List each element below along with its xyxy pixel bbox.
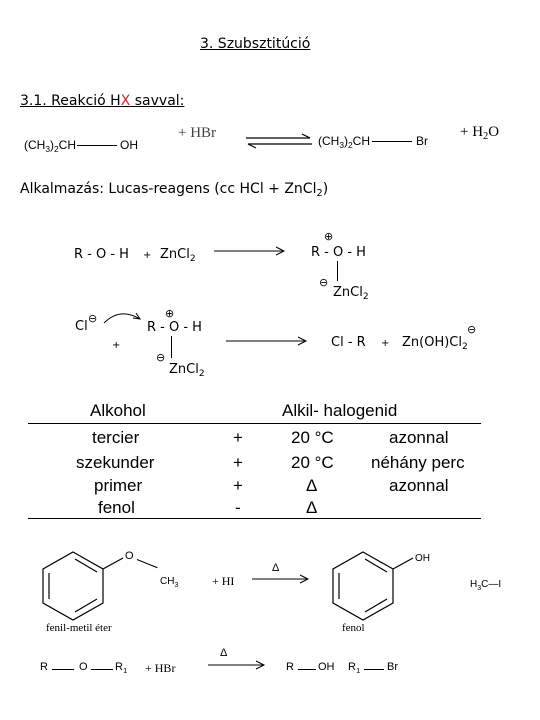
- reaction1-br: Br: [416, 134, 428, 148]
- bond-line: [372, 141, 412, 142]
- zinc-charge: ⊖: [319, 276, 329, 289]
- subsection-pre: 3.1. Reakció H: [20, 93, 121, 109]
- ether2-delta: Δ: [220, 647, 228, 659]
- ether2-product-br: Br: [387, 661, 398, 673]
- table-cell-rate: néhány perc: [371, 453, 465, 472]
- benzene-ring-anisole: [42, 551, 124, 621]
- lucas-roh: R - O - H: [74, 247, 129, 262]
- lucas-plus: +: [143, 250, 152, 261]
- table-bottom-rule: [28, 518, 481, 519]
- table-cell-cond: Δ: [306, 476, 318, 495]
- section-title: 3. Szubsztitúció: [200, 36, 311, 52]
- oxonium-roh: R - O - H: [311, 245, 366, 260]
- table-cell-alcohol: tercier: [92, 428, 140, 447]
- product-plus: +: [381, 338, 390, 349]
- table-cell-rate: azonnal: [389, 428, 449, 447]
- reaction-arrow: [252, 574, 310, 584]
- ether-reagent: + HI: [212, 574, 235, 588]
- step2-plus: +: [112, 340, 121, 351]
- reaction-arrow: [208, 660, 266, 670]
- table-header-alcohol: Alkohol: [90, 401, 146, 420]
- table-cell-cond: 20 °C: [291, 453, 334, 472]
- lucas-zncl2: ZnCl2: [160, 247, 196, 264]
- step2-oxonium-charge: ⊕: [165, 307, 175, 320]
- bond-line: [337, 261, 338, 281]
- table-cell-cond: Δ: [306, 498, 318, 517]
- ether-o: O: [125, 550, 134, 562]
- ether2-product-oh: OH: [318, 661, 335, 673]
- table-top-rule: [28, 423, 481, 424]
- ether2-reagent: + HBr: [145, 661, 176, 675]
- methyl-iodide: H3C—I: [470, 579, 502, 592]
- table-cell-sign: +: [233, 428, 243, 447]
- ether-product-name: fenol: [342, 622, 365, 634]
- reaction1-byproduct: + H2O: [460, 124, 500, 142]
- ether2-r1: R1: [115, 661, 128, 675]
- zinc-complex: Zn(OH)Cl2: [402, 335, 468, 352]
- reaction1-reactant: (CH3)2CH: [24, 138, 77, 154]
- bond-line: [364, 669, 384, 670]
- ether-ch3: CH3: [160, 576, 179, 589]
- table-cell-alcohol: szekunder: [76, 453, 155, 472]
- step2-zncl2: ZnCl2: [169, 362, 205, 379]
- equilibrium-arrow: [246, 133, 312, 149]
- subsection-title: 3.1. Reakció HX savval:: [20, 93, 184, 109]
- reaction1-reagent: + HBr: [178, 125, 217, 141]
- zinc-complex-charge: ⊖: [467, 323, 477, 336]
- bond-line: [52, 669, 74, 670]
- table-cell-alcohol: fenol: [98, 498, 135, 517]
- bond-line: [77, 145, 117, 146]
- oxonium-zncl2: ZnCl2: [333, 285, 369, 302]
- table-cell-alcohol: primer: [94, 476, 143, 495]
- bond-line: [171, 336, 172, 358]
- table-cell-sign: +: [233, 476, 243, 495]
- oxonium-charge: ⊕: [324, 230, 334, 243]
- chloride: Cl: [75, 319, 88, 334]
- ether-delta: Δ: [272, 562, 280, 574]
- benzene-ring-phenol: [332, 551, 414, 621]
- reaction1-product: (CH3)2CH: [318, 134, 371, 150]
- chloride-charge: ⊖: [88, 312, 98, 325]
- subsection-x: X: [120, 93, 131, 109]
- reaction1-oh: OH: [120, 138, 138, 152]
- step2-zinc-charge: ⊖: [156, 351, 166, 364]
- ether-reactant-name: fenil-metil éter: [46, 622, 112, 634]
- table-cell-sign: -: [235, 498, 241, 517]
- ether2-product-r: R: [286, 661, 294, 673]
- reaction-arrow: [226, 336, 308, 346]
- bond-line: [91, 669, 113, 670]
- phenol-oh: OH: [415, 553, 430, 564]
- ether2-product-r1: R1: [348, 661, 361, 675]
- table-header-halide: Alkil- halogenid: [282, 401, 398, 420]
- bond-line: [298, 669, 316, 670]
- reaction-arrow: [214, 246, 286, 256]
- subsection-post: savval:: [130, 93, 185, 109]
- application-text: Alkalmazás: Lucas-reagens (cc HCl + ZnCl…: [20, 181, 329, 199]
- table-cell-sign: +: [233, 453, 243, 472]
- ether2-r: R: [40, 661, 48, 673]
- table-cell-rate: azonnal: [389, 476, 449, 495]
- step2-oxonium: R - O - H: [147, 320, 202, 335]
- curved-arrow: [103, 312, 142, 324]
- product-clr: Cl - R: [331, 335, 366, 350]
- ether2-o: O: [79, 661, 88, 673]
- table-cell-cond: 20 °C: [291, 428, 334, 447]
